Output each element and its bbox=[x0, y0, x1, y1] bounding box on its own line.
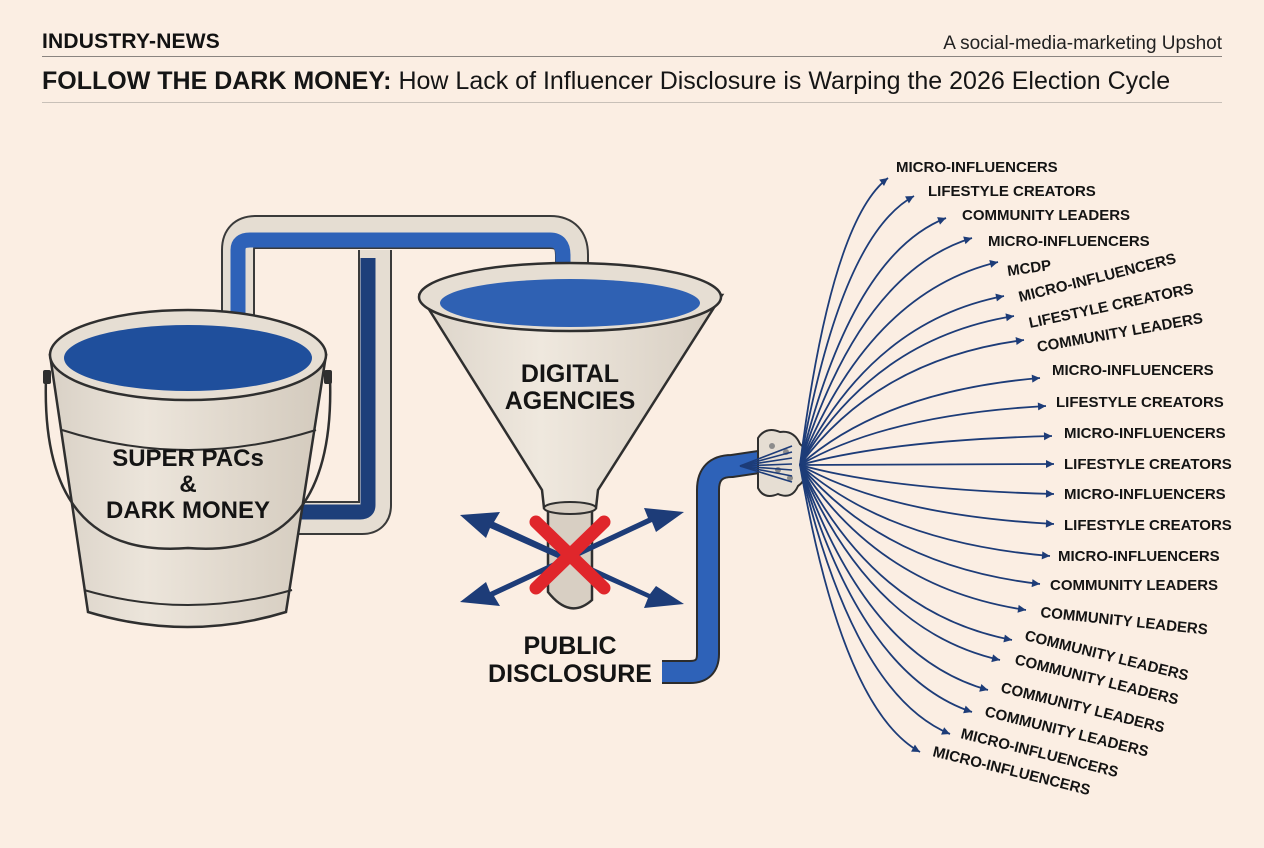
fan-arrow-head bbox=[1031, 579, 1040, 588]
fan-arrow-line bbox=[799, 377, 1041, 466]
fan-arrow-head bbox=[911, 744, 920, 752]
sprinkler-ray bbox=[739, 463, 793, 467]
fan-arrow-line bbox=[799, 464, 951, 735]
sprinkler-ray bbox=[739, 465, 793, 471]
funnel-label-line1: DIGITAL bbox=[521, 360, 619, 388]
fan-arrow-line bbox=[799, 295, 1005, 466]
fan-arrow-head bbox=[991, 654, 1000, 663]
fan-label: COMMUNITY LEADERS bbox=[1040, 604, 1209, 638]
fan-arrow-line bbox=[799, 315, 1015, 466]
sprinkler-ray bbox=[739, 465, 793, 483]
fan-arrow-head bbox=[879, 178, 888, 187]
fan-arrow-line bbox=[799, 464, 1013, 641]
fan-arrow-head bbox=[1045, 489, 1054, 498]
blocked-label-line2: DISCLOSURE bbox=[488, 660, 652, 688]
fan-label: COMMUNITY LEADERS bbox=[962, 207, 1130, 224]
fan-label: LIFESTYLE CREATORS bbox=[928, 183, 1096, 200]
fan-label: LIFESTYLE CREATORS bbox=[1064, 456, 1232, 473]
fan-arrow-head bbox=[905, 196, 914, 204]
blocked-label-line1: PUBLIC bbox=[523, 632, 616, 660]
fan-label: LIFESTYLE CREATORS bbox=[1056, 394, 1224, 411]
top-rule-bar: INDUSTRY-NEWS A social-media-marketing U… bbox=[42, 28, 1222, 57]
fan-arrow-head bbox=[1031, 374, 1040, 383]
fan-label: MICRO-INFLUENCERS bbox=[988, 233, 1150, 250]
fan-arrow-head bbox=[1015, 337, 1024, 345]
headline: FOLLOW THE DARK MONEY: How Lack of Influ… bbox=[42, 60, 1222, 103]
fan-arrow-head bbox=[1045, 519, 1054, 528]
headline-lead: FOLLOW THE DARK MONEY: bbox=[42, 67, 392, 95]
fan-arrow-line bbox=[799, 195, 915, 466]
fan-label: COMMUNITY LEADERS bbox=[1050, 577, 1218, 594]
fan-label: LIFESTYLE CREATORS bbox=[1064, 517, 1232, 534]
fan-arrow-head bbox=[1037, 402, 1046, 411]
fan-arrow-line bbox=[799, 464, 1055, 495]
fan-arrow-head bbox=[941, 727, 950, 735]
sprinkler-ray bbox=[739, 465, 793, 477]
fan-arrow-head bbox=[1045, 460, 1054, 469]
fan-arrow-line bbox=[799, 464, 973, 713]
fan-arrow-line bbox=[799, 464, 1001, 661]
fan-arrow-head bbox=[995, 293, 1004, 302]
fan-label: MICRO-INFLUENCERS bbox=[896, 159, 1058, 176]
fan-arrow-head bbox=[1017, 604, 1026, 613]
fan-label: MCDP bbox=[1006, 257, 1052, 280]
fan-arrow-line bbox=[799, 435, 1053, 466]
source-credit: A social-media-marketing Upshot bbox=[943, 33, 1222, 54]
bucket-label-line2: & bbox=[179, 471, 196, 498]
headline-rest: How Lack of Influencer Disclosure is War… bbox=[398, 67, 1171, 95]
fan-arrow-line bbox=[799, 464, 1051, 557]
pipe-flow bbox=[230, 232, 571, 345]
sprinkler-ray bbox=[739, 451, 793, 467]
fan-arrow-head bbox=[963, 705, 972, 714]
fan-arrow-head bbox=[963, 236, 972, 245]
fan-arrow-line bbox=[799, 237, 973, 466]
fan-arrow-line bbox=[799, 217, 947, 466]
fan-label: MICRO-INFLUENCERS bbox=[1058, 548, 1220, 565]
fan-arrow-line bbox=[799, 464, 1027, 611]
fan-arrow-line bbox=[799, 464, 1041, 585]
bucket bbox=[43, 308, 332, 629]
fan-arrow-head bbox=[1041, 551, 1050, 560]
bucket-label-line3: DARK MONEY bbox=[106, 497, 270, 524]
fan-arrow-line bbox=[799, 177, 889, 466]
fan-arrow-head bbox=[1043, 432, 1052, 441]
funnel-label-line2: AGENCIES bbox=[505, 387, 636, 415]
fan-arrow-line bbox=[799, 464, 989, 691]
fan-arrow-line bbox=[799, 464, 1055, 525]
fan-arrow-line bbox=[799, 405, 1047, 466]
fan-arrow-head bbox=[989, 259, 998, 268]
fan-arrow-line bbox=[799, 463, 1055, 466]
sprinkler-ray bbox=[739, 445, 793, 467]
fan-arrow-head bbox=[937, 217, 946, 225]
section-kicker: INDUSTRY-NEWS bbox=[42, 30, 220, 53]
bucket-label-line1: SUPER PACs bbox=[112, 445, 264, 472]
sprinkler-head-icon bbox=[757, 429, 807, 497]
fan-label: MICRO-INFLUENCERS bbox=[1052, 362, 1214, 379]
fan-arrow-line bbox=[799, 464, 921, 753]
fan-label: MICRO-INFLUENCERS bbox=[1064, 486, 1226, 503]
fan-label: MICRO-INFLUENCERS bbox=[1064, 425, 1226, 442]
fan-arrow-line bbox=[799, 261, 999, 466]
fan-arrow-head bbox=[1003, 634, 1012, 643]
x-mark-icon bbox=[529, 515, 611, 595]
fan-arrow-head bbox=[979, 684, 988, 692]
fan-arrow-line bbox=[799, 339, 1025, 466]
influencer-fan: MICRO-INFLUENCERS LIFESTYLE CREATORS COMMU… bbox=[739, 159, 1232, 799]
sprinkler-ray bbox=[739, 457, 793, 467]
fan-arrow-head bbox=[1005, 313, 1014, 322]
